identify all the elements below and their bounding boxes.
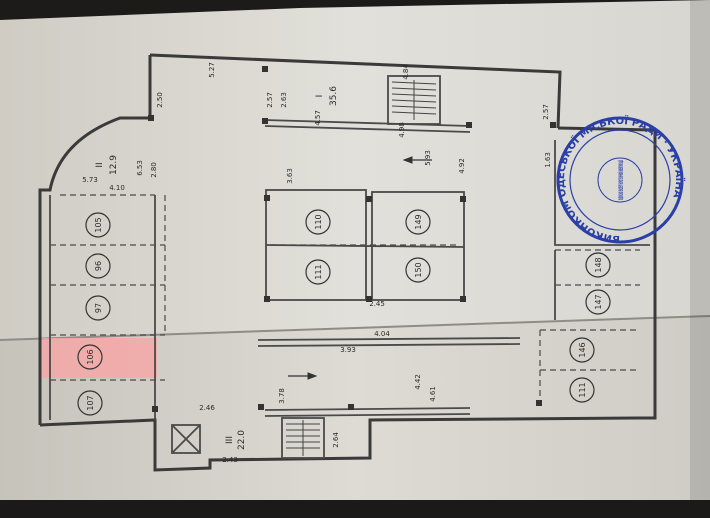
unit-circle-150 — [405, 257, 431, 283]
outer-walls — [38, 53, 657, 472]
unit-label-150: 150 — [414, 262, 423, 277]
unit-circle-105 — [85, 212, 111, 238]
unit-label-148: 148 — [594, 257, 603, 272]
direction-arrows — [288, 156, 432, 380]
dim-label: 5.27 — [208, 62, 216, 78]
unit-circle-97 — [85, 295, 111, 321]
unit-label-147: 147 — [594, 294, 603, 309]
dim-label: 4.61 — [429, 386, 437, 402]
dim-label: 4.98 — [398, 122, 406, 138]
staircase-upper — [391, 80, 437, 120]
dim-label: 3.63 — [286, 168, 294, 184]
unit-circle-107 — [77, 390, 103, 416]
unit-circle-106 — [77, 344, 103, 370]
unit-label-146: 146 — [578, 342, 587, 357]
dim-label: 2.64 — [332, 432, 340, 448]
dim-label: 5.73 — [82, 176, 98, 184]
unit-circle-148 — [585, 252, 611, 278]
paper-sheet-top — [0, 0, 710, 342]
unit-label-105: 105 — [94, 217, 103, 232]
dim-label: 2.63 — [280, 92, 288, 108]
dim-label: 4.92 — [458, 158, 466, 174]
dim-label: 3.78 — [278, 388, 286, 404]
inner-walls — [49, 75, 650, 459]
unit-circle-111 — [305, 259, 331, 285]
unit-label-107: 107 — [86, 395, 95, 410]
dim-label: 4.84 — [402, 64, 410, 80]
dim-label: 2.57 — [266, 92, 274, 108]
paper-sheet-bottom — [0, 316, 710, 505]
column-markers — [148, 66, 556, 412]
room-iii-number: III — [225, 436, 235, 444]
unit-label-149: 149 — [414, 214, 423, 229]
unit-circle-110 — [305, 209, 331, 235]
dim-label: 2.46 — [199, 404, 215, 412]
dim-label: 4.04 — [374, 330, 390, 338]
unit-circle-146 — [569, 337, 595, 363]
dim-label: 4.10 — [109, 184, 125, 192]
dim-label: 5.93 — [424, 150, 432, 166]
unit-circle-149 — [405, 209, 431, 235]
room-i-number: I — [315, 95, 325, 98]
unit-circle-111b — [569, 377, 595, 403]
room-i-area: 35.6 — [329, 86, 339, 106]
dim-label: 2.43 — [222, 456, 238, 464]
unit-label-111: 111 — [314, 264, 323, 279]
unit-label-106: 106 — [86, 349, 95, 364]
unit-label-110: 110 — [314, 214, 323, 229]
stamp-inner-text: ПІДПИСАНО ЕКСПЕРТ БЮРО ТЕХНІЧНОЇ ІНВЕНТА… — [618, 160, 625, 200]
dim-label: 2.50 — [156, 92, 164, 108]
unit-label-111b: 111 — [578, 382, 587, 397]
unit-circle-147 — [585, 289, 611, 315]
dim-label: 2.80 — [150, 162, 158, 178]
dim-label: 6.53 — [136, 160, 144, 176]
unit-label-96: 96 — [94, 261, 103, 271]
room-ii-area: 12.9 — [109, 155, 119, 175]
dim-label: 2.57 — [542, 104, 550, 120]
dim-label: 3.93 — [340, 346, 356, 354]
dim-label: 2.45 — [369, 300, 385, 308]
staircase-lower — [286, 420, 320, 456]
dim-label: 4.57 — [314, 110, 322, 126]
unit-circles — [77, 209, 611, 416]
dim-label: 1.63 — [544, 152, 552, 168]
room-iii-area: 22.0 — [237, 430, 247, 450]
highlighted-unit — [42, 338, 157, 378]
unit-circle-96 — [85, 253, 111, 279]
dim-label: 4.42 — [414, 374, 422, 390]
unit-label-97: 97 — [94, 303, 103, 313]
room-ii-number: II — [95, 162, 105, 167]
